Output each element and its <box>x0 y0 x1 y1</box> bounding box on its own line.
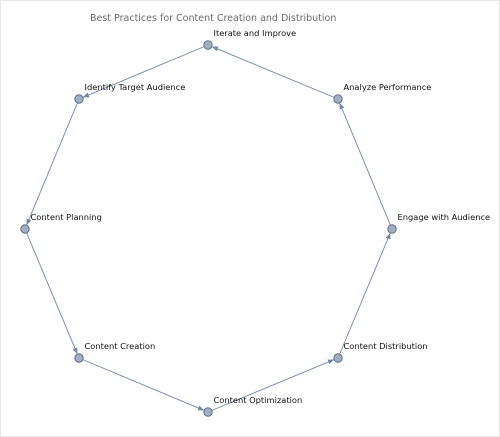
edge-content-creation-to-content-optimization <box>82 359 205 411</box>
node-content-optimization <box>203 407 213 417</box>
node-content-creation <box>74 353 84 363</box>
node-label-iterate-and-improve: Iterate and Improve <box>214 28 297 38</box>
node-identify-target-audience <box>74 94 84 104</box>
diagram-title: Best Practices for Content Creation and … <box>90 13 337 24</box>
edge-iterate-and-improve-to-identify-target-audience <box>82 46 205 98</box>
node-label-analyze-performance: Analyze Performance <box>344 82 432 92</box>
edge-identify-target-audience-to-content-planning <box>26 102 78 226</box>
edge-content-optimization-to-content-distribution <box>211 359 335 411</box>
edge-analyze-performance-to-iterate-and-improve <box>211 46 335 98</box>
node-label-content-planning: Content Planning <box>31 212 102 222</box>
node-label-identify-target-audience: Identify Target Audience <box>85 82 186 92</box>
node-label-content-optimization: Content Optimization <box>214 395 303 405</box>
edge-engage-with-audience-to-analyze-performance <box>339 102 391 226</box>
node-label-content-creation: Content Creation <box>85 341 156 351</box>
edge-content-distribution-to-engage-with-audience <box>339 232 391 355</box>
node-iterate-and-improve <box>203 40 213 50</box>
node-analyze-performance <box>333 94 343 104</box>
node-engage-with-audience <box>387 224 397 234</box>
edge-content-planning-to-content-creation <box>26 232 78 355</box>
node-label-engage-with-audience: Engage with Audience <box>398 212 491 222</box>
node-label-content-distribution: Content Distribution <box>344 341 428 351</box>
node-content-planning <box>20 224 30 234</box>
node-content-distribution <box>333 353 343 363</box>
